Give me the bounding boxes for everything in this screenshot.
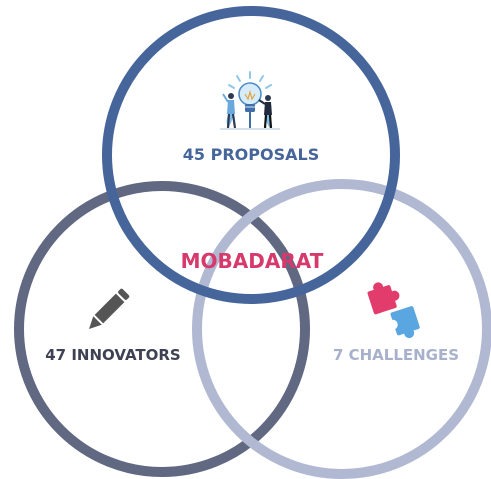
proposals-label: 45 PROPOSALS [183,145,319,164]
pencil-icon [89,288,130,329]
puzzle-icon [367,282,420,339]
center-label: MOBADARAT [181,249,324,273]
proposals-circle [102,6,400,304]
innovation-lightbulb-icon [220,71,280,130]
innovators-circle [14,181,310,477]
innovators-label: 47 INNOVATORS [45,346,181,364]
challenges-circle [192,179,491,479]
challenges-label: 7 CHALLENGES [333,346,459,364]
